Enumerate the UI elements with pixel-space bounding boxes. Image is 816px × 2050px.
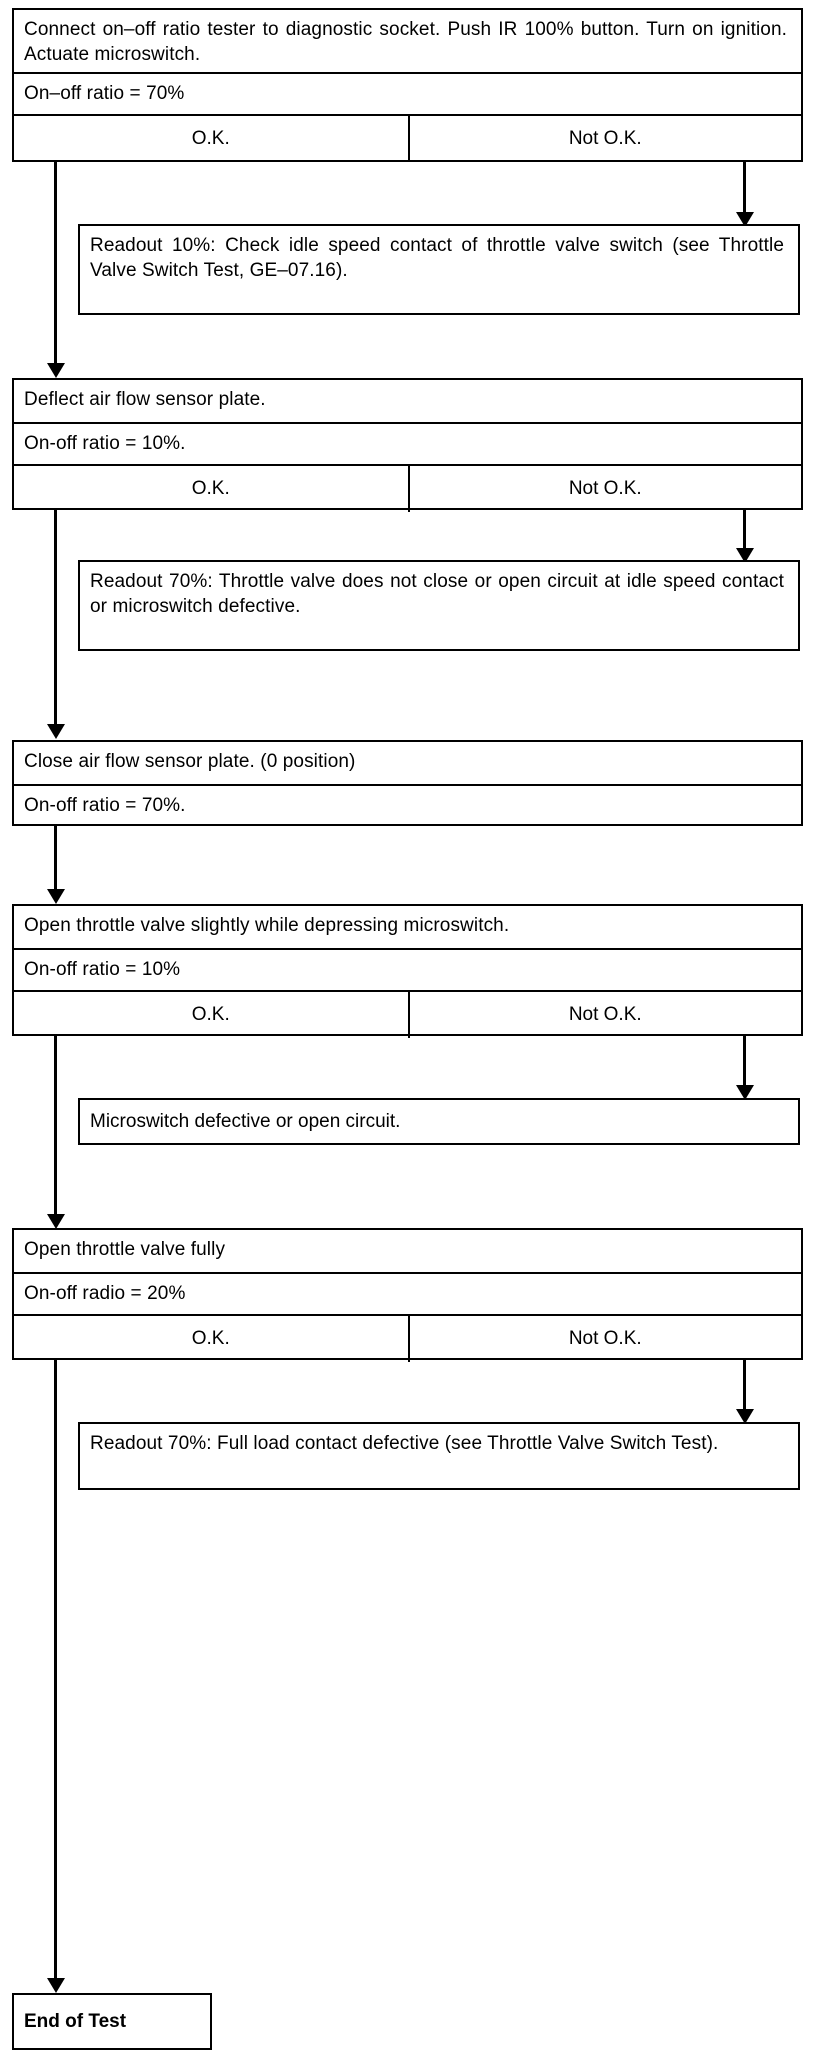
step-1-instruction: Connect on–off ratio tester to diagnosti… — [24, 19, 787, 65]
step-2-spec: On-off ratio = 10%. — [14, 422, 801, 464]
connector-step5-ok — [54, 1360, 57, 1982]
step-2-box: Deflect air flow sensor plate. On-off ra… — [12, 378, 803, 512]
arrowhead-step5-ok — [47, 1978, 65, 1993]
arrowhead-step3 — [47, 889, 65, 904]
fault-2-text: Readout 70%: Throttle valve does not clo… — [90, 571, 784, 617]
step-5-spec: On-off radio = 20% — [14, 1272, 801, 1314]
arrowhead-step1-not-ok — [736, 212, 754, 227]
fault-4-box: Readout 70%: Full load contact defective… — [78, 1422, 800, 1490]
arrowhead-step2-not-ok — [736, 548, 754, 563]
connector-step4-ok — [54, 1036, 57, 1218]
step-2-ok-cell[interactable]: O.K. — [14, 466, 408, 512]
step-4-not-ok-label: Not O.K. — [568, 1004, 642, 1025]
fault-1-box: Readout 10%: Check idle speed contact of… — [78, 224, 800, 315]
step-1-not-ok-cell[interactable]: Not O.K. — [407, 116, 802, 162]
connector-step2-ok — [54, 510, 57, 728]
step-4-instruction: Open throttle valve slightly while depre… — [24, 915, 510, 936]
step-1-result-row: O.K. Not O.K. — [14, 114, 801, 162]
fault-3-text: Microswitch defective or open circuit. — [90, 1110, 401, 1132]
step-5-instruction: Open throttle valve fully — [24, 1239, 226, 1260]
step-2-not-ok-label: Not O.K. — [568, 478, 642, 499]
step-4-not-ok-cell[interactable]: Not O.K. — [407, 992, 802, 1038]
fault-2-box: Readout 70%: Throttle valve does not clo… — [78, 560, 800, 651]
step-2-result-row: O.K. Not O.K. — [14, 464, 801, 512]
step-5-not-ok-cell[interactable]: Not O.K. — [407, 1316, 802, 1362]
connector-step1-not-ok — [743, 162, 746, 216]
arrowhead-step1-ok — [47, 363, 65, 378]
step-4-ok-label: O.K. — [191, 1004, 230, 1025]
step-5-not-ok-label: Not O.K. — [568, 1328, 642, 1349]
arrowhead-step4-ok — [47, 1214, 65, 1229]
step-2-ok-label: O.K. — [191, 478, 230, 499]
connector-step4-not-ok — [743, 1036, 746, 1089]
step-1-not-ok-label: Not O.K. — [568, 128, 642, 149]
step-3-instruction: Close air flow sensor plate. (0 position… — [24, 751, 356, 772]
step-4-spec: On-off ratio = 10% — [14, 948, 801, 990]
end-of-test-box: End of Test — [12, 1993, 212, 2050]
step-5-ok-label: O.K. — [191, 1328, 230, 1349]
end-of-test-label: End of Test — [24, 2010, 127, 2032]
step-4-result-row: O.K. Not O.K. — [14, 990, 801, 1038]
step-3-spec: On-off ratio = 70%. — [14, 784, 801, 826]
arrowhead-step5-not-ok — [736, 1409, 754, 1424]
arrowhead-step2-ok — [47, 724, 65, 739]
step-4-box: Open throttle valve slightly while depre… — [12, 904, 803, 1038]
connector-step2-not-ok — [743, 510, 746, 552]
step-4-ok-cell[interactable]: O.K. — [14, 992, 408, 1038]
connector-step3 — [54, 826, 57, 893]
connector-step5-not-ok — [743, 1360, 746, 1413]
step-1-spec: On–off ratio = 70% — [14, 72, 801, 114]
step-2-not-ok-cell[interactable]: Not O.K. — [407, 466, 802, 512]
step-3-box: Close air flow sensor plate. (0 position… — [12, 740, 803, 826]
step-2-instruction: Deflect air flow sensor plate. — [24, 389, 266, 410]
fault-4-text: Readout 70%: Full load contact defective… — [90, 1433, 719, 1454]
fault-3-box: Microswitch defective or open circuit. — [78, 1098, 800, 1145]
step-5-ok-cell[interactable]: O.K. — [14, 1316, 408, 1362]
step-5-result-row: O.K. Not O.K. — [14, 1314, 801, 1362]
step-5-box: Open throttle valve fully On-off radio =… — [12, 1228, 803, 1362]
step-1-ok-cell[interactable]: O.K. — [14, 116, 408, 162]
step-1-box: Connect on–off ratio tester to diagnosti… — [12, 8, 803, 162]
step-1-ok-label: O.K. — [191, 128, 230, 149]
fault-1-text: Readout 10%: Check idle speed contact of… — [90, 235, 784, 281]
arrowhead-step4-not-ok — [736, 1085, 754, 1100]
connector-step1-ok — [54, 162, 57, 367]
